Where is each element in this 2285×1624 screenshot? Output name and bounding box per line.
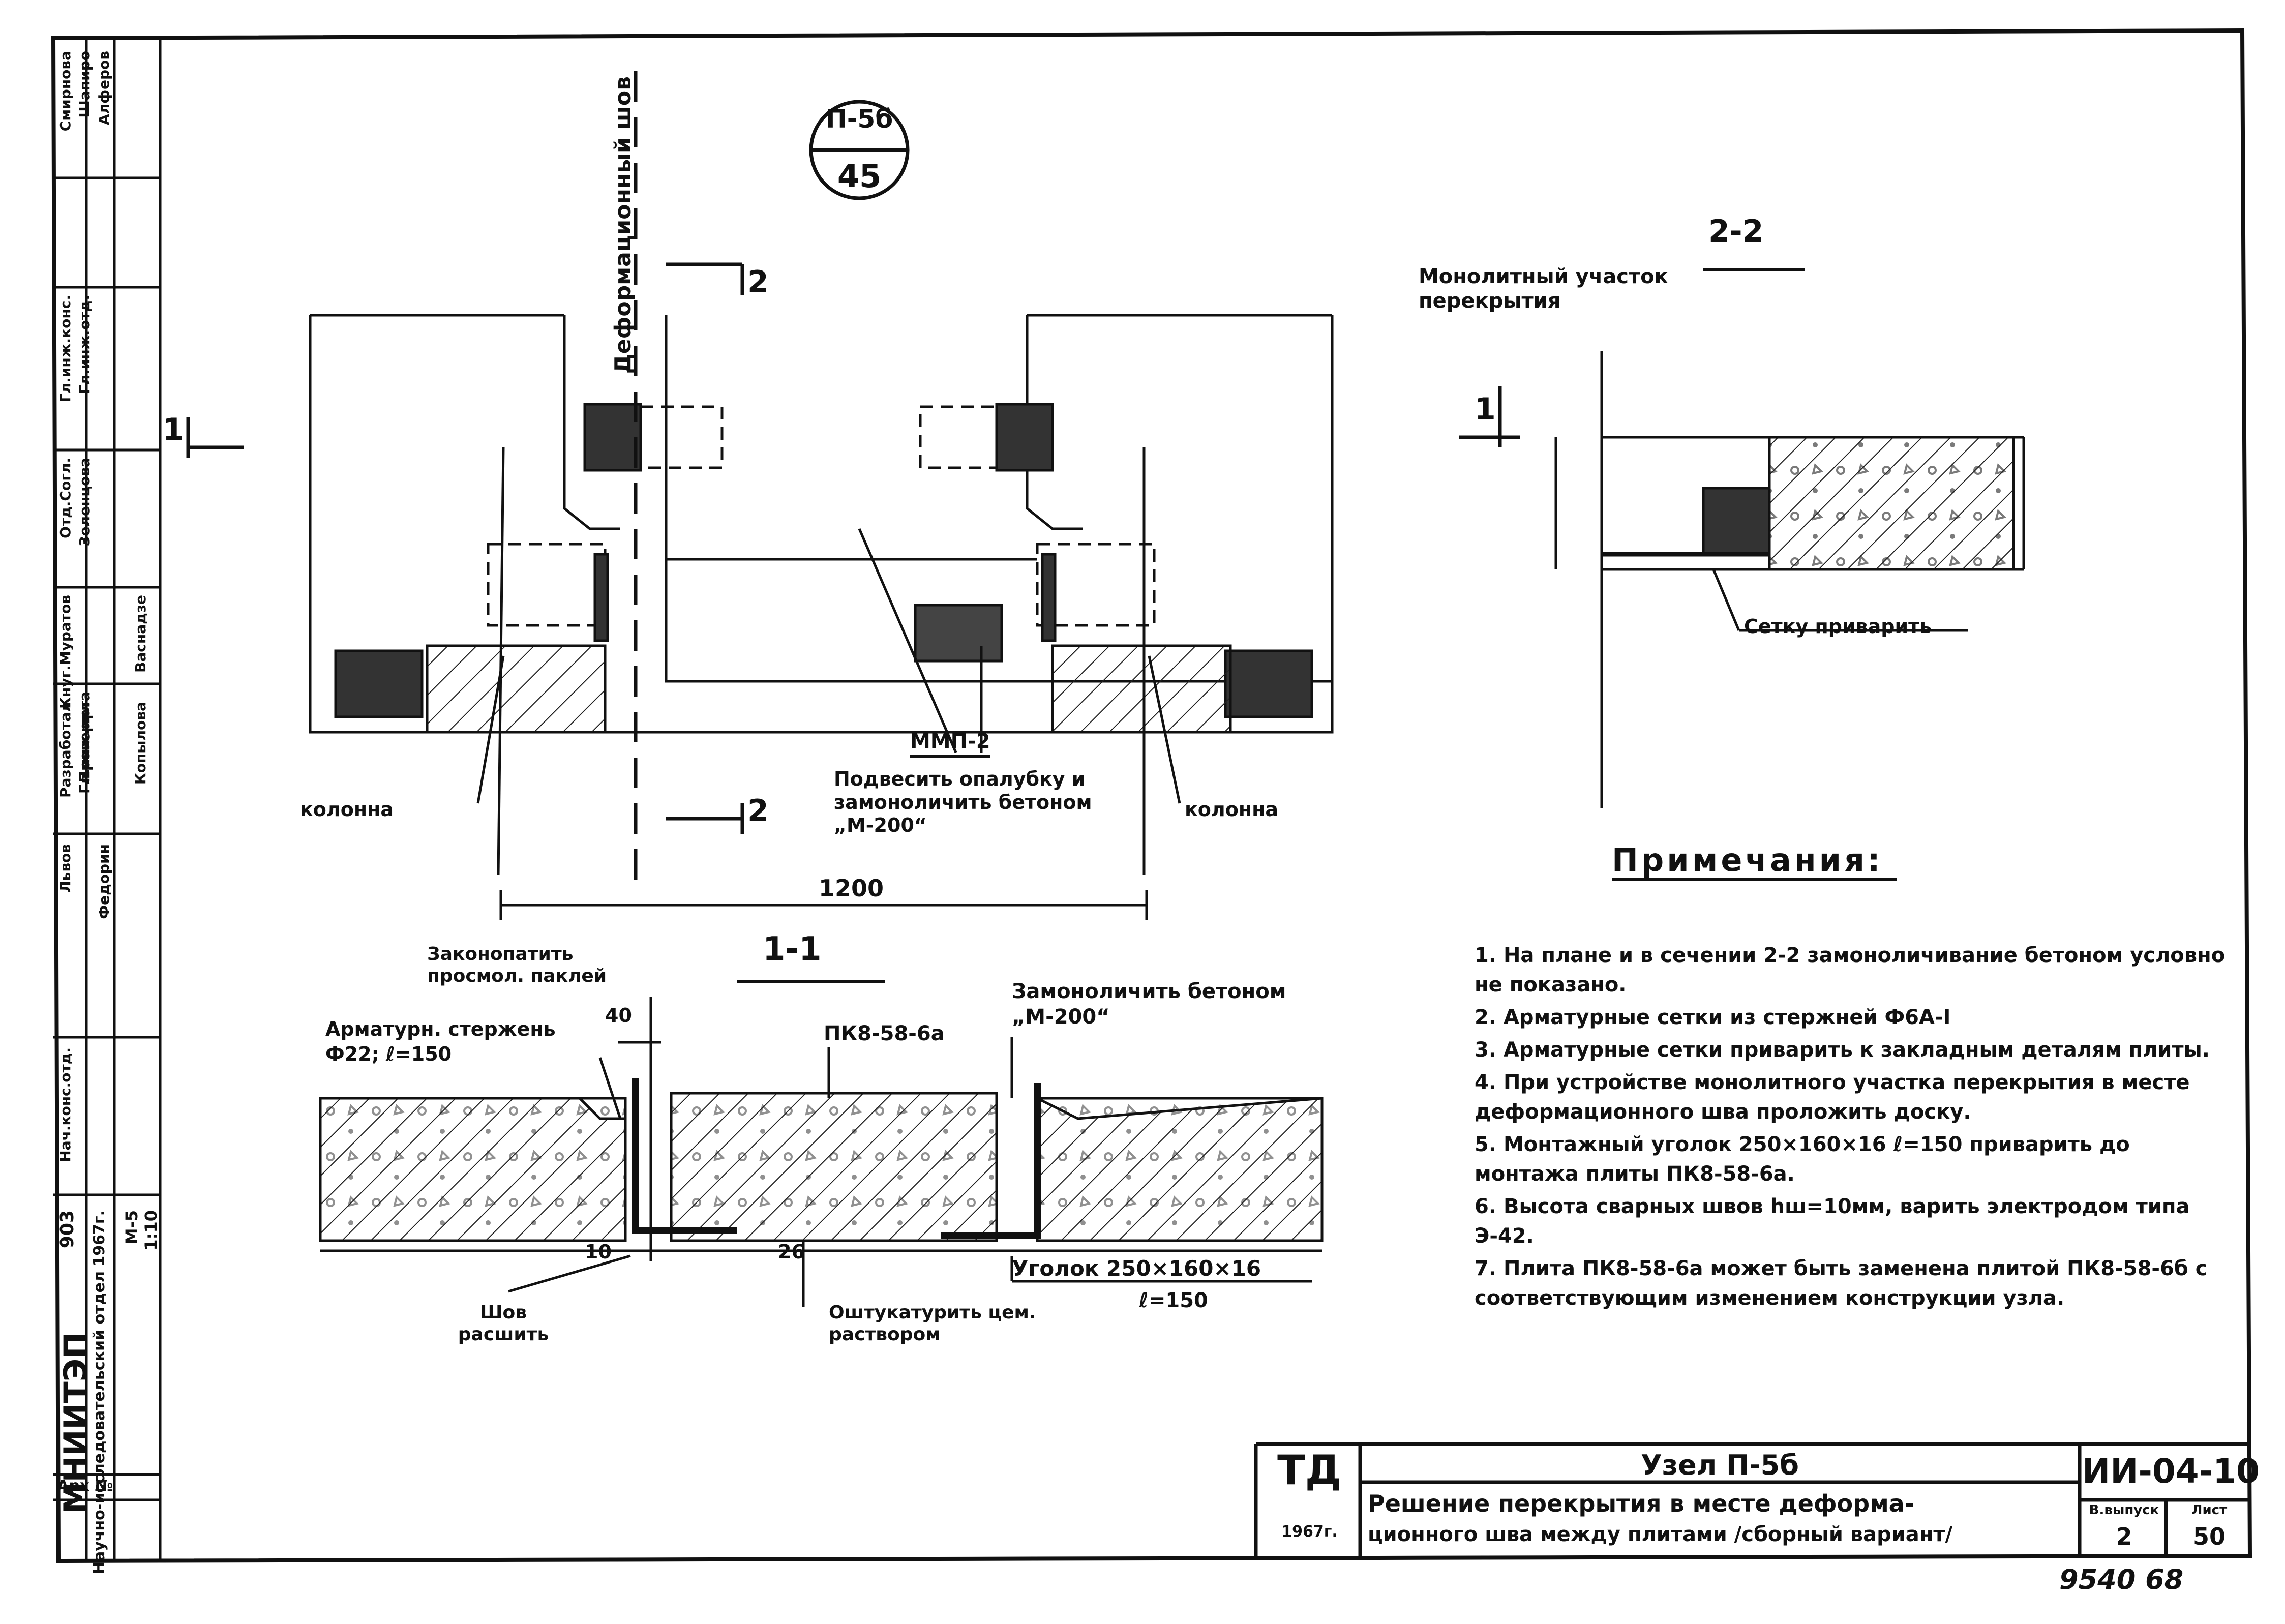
monolith-area-label: Монолитный участок перекрытия	[1419, 265, 1668, 313]
side-stamp-grid	[53, 38, 162, 1561]
note-item: 5. Монтажный уголок 250×160×16 ℓ=150 при…	[1475, 1133, 2130, 1186]
sheet-mark-top: П-5б	[825, 104, 893, 134]
mmp-label: ММП-2	[910, 730, 990, 758]
stamp-name: Смирнова	[57, 51, 74, 132]
stamp-name: Львов	[57, 844, 74, 893]
plan-view	[186, 71, 1334, 920]
stamp-role: Разработал	[57, 702, 74, 798]
section-mark-left: 1	[163, 412, 184, 447]
section-1-1-title: 1-1	[763, 930, 822, 968]
formwork-note: Подвесить опалубку и замоноличить бетоно…	[834, 768, 1092, 837]
stamp-role: Нач.конс.отд.	[57, 1047, 74, 1162]
stamp-scale: М-5	[122, 1210, 141, 1245]
stamp-role: Гл.инж.конс.	[57, 295, 74, 403]
title: Узел П-5б	[1641, 1449, 1799, 1481]
angle-label: Уголок 250×160×16	[1012, 1256, 1261, 1281]
dim-40: 40	[605, 1004, 632, 1027]
sheet-mark-symbol	[809, 100, 910, 200]
note-item: 1. На плане и в сечении 2-2 замоноличива…	[1475, 944, 2226, 997]
td-mark: ТД	[1277, 1447, 1341, 1494]
stamp-name: Зеленцова	[76, 458, 93, 547]
stamp-num: 903	[57, 1210, 78, 1249]
stamp-name: Васнадзе	[132, 595, 149, 673]
section-1-1	[319, 997, 1324, 1307]
section-mark-2-2: 1	[1475, 392, 1496, 427]
stamp-role: Кнуг.Муратов	[57, 595, 74, 709]
note-item: 2. Арматурные сетки из стержней Ф6А-I	[1475, 1006, 1951, 1029]
sheet-frame	[51, 28, 2252, 1563]
stamp-role: Гл.инж.отд.	[76, 295, 93, 395]
seam-label: Шов расшить	[458, 1302, 549, 1345]
sheet-mark-bottom: 45	[837, 158, 882, 195]
archive-number: 9540 68	[2059, 1563, 2184, 1596]
sheet-label: Лист	[2191, 1502, 2228, 1518]
slab-mark-label: ПК8-58-6а	[824, 1022, 945, 1045]
stamp-role: Отд.Согл.	[57, 458, 74, 538]
stamp-name: Копылова	[132, 702, 149, 785]
dim-10: 10	[585, 1241, 612, 1263]
dept-name: Научно-исследовательский отдел	[91, 1271, 108, 1575]
sheet-number: 50	[2192, 1523, 2226, 1550]
note-item: 7. Плита ПК8-58-6а может быть заменена п…	[1475, 1257, 2208, 1310]
stamp-year: 1967г.	[91, 1210, 108, 1267]
td-year: 1967г.	[1281, 1523, 1338, 1541]
stamp-scale-2: 1:10	[141, 1210, 161, 1251]
stamp-name: Алферов	[96, 51, 112, 125]
caulk-label: Законопатить просмол. паклей	[427, 944, 607, 987]
title-block-grid	[1254, 1442, 2250, 1556]
stamp-name: Федорин	[96, 844, 112, 919]
subtitle-line-1: Решение перекрытия в месте деформа-	[1368, 1490, 1914, 1517]
dim-26: 26	[778, 1241, 805, 1263]
weld-mesh-label: Сетку приварить	[1744, 615, 1932, 638]
column-label-left: колонна	[300, 798, 394, 821]
subtitle-line-2: ционного шва между плитами /сборный вари…	[1368, 1523, 1953, 1546]
dimension-1200: 1200	[819, 875, 884, 902]
angle-length-label: ℓ=150	[1139, 1289, 1208, 1312]
deformation-joint-label: Деформационный шов	[610, 76, 636, 374]
plaster-label: Оштукатурить цем. раствором	[829, 1302, 1036, 1345]
issue-label: В.выпуск	[2089, 1502, 2159, 1518]
section-2-2	[1459, 351, 2025, 808]
section-2-2-title: 2-2	[1708, 214, 1764, 249]
stamp-role: Гл.инж.прта	[76, 691, 93, 794]
note-item: 4. При устройстве монолитного участка пе…	[1475, 1071, 2190, 1124]
column-label-right: колонна	[1185, 798, 1278, 821]
notes-list: 1. На плане и в сечении 2-2 замоноличива…	[1475, 941, 2237, 1316]
stamp-name: Шапиро	[76, 51, 93, 118]
section-mark-top: 2	[747, 264, 769, 300]
archive-label: Арх №	[57, 1477, 113, 1495]
issue-number: 2	[2116, 1523, 2132, 1550]
section-mark-bottom: 2	[747, 793, 769, 829]
note-item: 6. Высота сварных швов hш=10мм, варить э…	[1475, 1195, 2190, 1248]
note-item: 3. Арматурные сетки приварить к закладны…	[1475, 1038, 2210, 1062]
monolith-concrete-label: Замоноличить бетоном „М-200“	[1012, 980, 1286, 1029]
notes-title: Примечания:	[1612, 841, 1883, 879]
drawing-code: ИИ-04-10	[2082, 1452, 2260, 1491]
rebar-label: Арматурн. стержень Ф22; ℓ=150	[325, 1018, 556, 1066]
